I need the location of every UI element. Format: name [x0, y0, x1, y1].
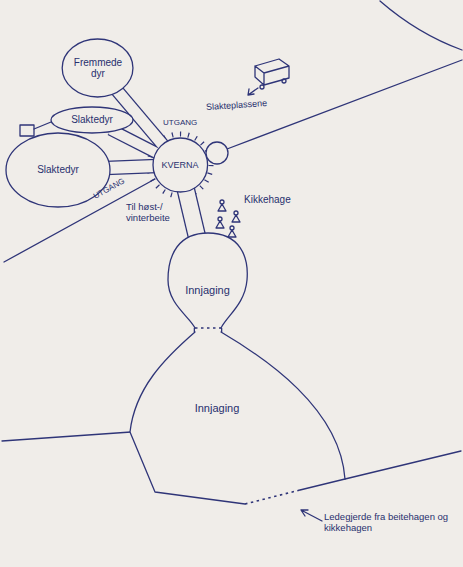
annotation-label: Kikkehage: [244, 194, 291, 206]
pointer-arrow: [248, 88, 258, 95]
corridor-floor: [195, 328, 221, 332]
annotation-label: UTGANG: [163, 118, 197, 127]
fence-line: [380, 1, 462, 50]
outline: [153, 138, 208, 192]
person-symbol: [216, 200, 240, 237]
ground: [130, 332, 345, 504]
funnel-pen: Innjaging: [125, 328, 350, 510]
node-text: Fremmede dyr: [73, 57, 123, 80]
corridor-connector: [194, 328, 223, 332]
ground: [168, 233, 247, 328]
funnel-pen: Innjaging: [165, 232, 250, 330]
pen-lobe: Fremmede dyr: [61, 38, 134, 98]
annotation-label: Ledegjerde fra beitehagen og kikkehagen: [324, 512, 456, 534]
funnel-pen-outline: [125, 328, 350, 510]
node-text: Slaktedyr: [37, 164, 79, 176]
corridor-connector: [106, 166, 157, 168]
annotation-label: Slakteplassene: [206, 98, 268, 113]
fence-line: [2, 432, 131, 441]
outline: [51, 107, 133, 133]
annotation-label: Til høst-/ vinterbeite: [126, 202, 178, 224]
corridor-floor: [185, 187, 197, 238]
pen-lobe: Slaktedyr: [50, 106, 134, 134]
corral-circle: KVERNA: [152, 137, 209, 193]
node-text: Innjaging: [185, 284, 230, 297]
corridor-connector: [185, 187, 197, 238]
gate-line: [245, 490, 300, 504]
outline: [63, 39, 134, 97]
truck-symbol: [255, 59, 289, 89]
outline: [168, 233, 247, 328]
node-text: Innjaging: [195, 402, 240, 415]
corridor-floor: [110, 129, 159, 154]
node-text: Slaktedyr: [71, 114, 113, 126]
gate-line: [195, 327, 221, 329]
small-enclosure: [20, 125, 34, 136]
funnel-pen-outline: [165, 232, 250, 330]
outline: [130, 332, 345, 504]
fence-line: [34, 122, 51, 129]
fence-line: [345, 451, 461, 479]
annotation-label: UTGANG: [92, 176, 126, 201]
small-pen: [206, 142, 228, 164]
pointer-arrow: [301, 510, 322, 521]
node-text: KVERNA: [161, 160, 198, 170]
corridor-floor: [106, 166, 157, 168]
